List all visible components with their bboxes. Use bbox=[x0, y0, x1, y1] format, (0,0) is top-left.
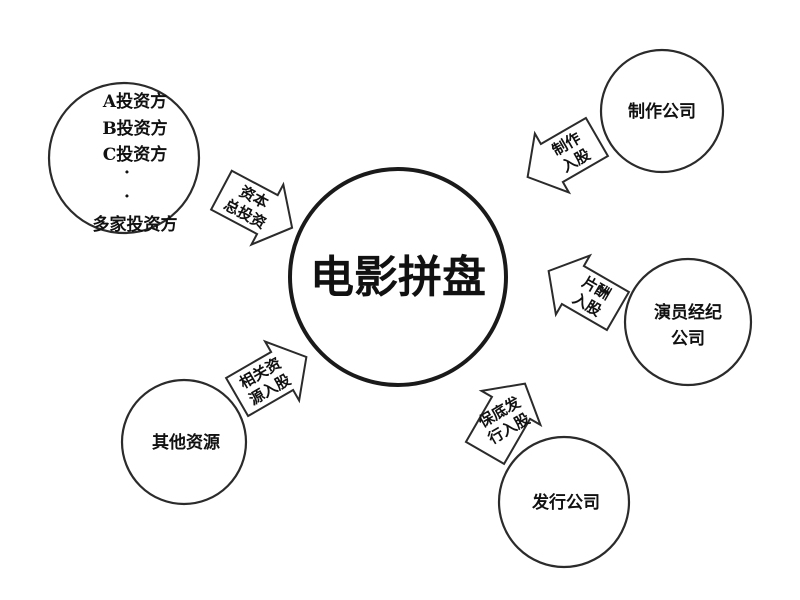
production-company-label: 制作公司 bbox=[628, 101, 696, 122]
talent-agency-label-line-2: 公司 bbox=[671, 329, 705, 349]
talent-agency-node: 演员经纪 公司 bbox=[623, 257, 753, 387]
distribution-company-label: 发行公司 bbox=[531, 492, 600, 513]
investor-c-label: C投资方 bbox=[103, 144, 168, 165]
distribution-company-node: 发行公司 bbox=[497, 435, 631, 569]
talent-agency-label-line-1: 演员经纪 bbox=[654, 302, 722, 323]
center-node: 电影拼盘 bbox=[288, 167, 508, 387]
production-equity-arrow: 制作 入股 bbox=[526, 116, 610, 195]
investor-b-label: B投资方 bbox=[102, 118, 167, 139]
other-resources-node: 其他资源 bbox=[120, 378, 248, 506]
center-label: 电影拼盘 bbox=[310, 252, 486, 303]
multiple-investors-label: 多家投资方 bbox=[93, 214, 178, 235]
ellipsis-dot-2: · bbox=[124, 187, 130, 207]
capital-investment-arrow: 资本 总投资 bbox=[209, 169, 294, 247]
investor-a-label: A投资方 bbox=[102, 91, 167, 112]
other-resources-label: 其他资源 bbox=[152, 432, 220, 453]
investors-node: A投资方 B投资方 C投资方 · · 多家投资方 bbox=[47, 81, 201, 235]
production-company-node: 制作公司 bbox=[599, 48, 725, 174]
ellipsis-dot-1: · bbox=[124, 163, 130, 183]
fee-equity-arrow: 片酬 入股 bbox=[547, 253, 631, 332]
